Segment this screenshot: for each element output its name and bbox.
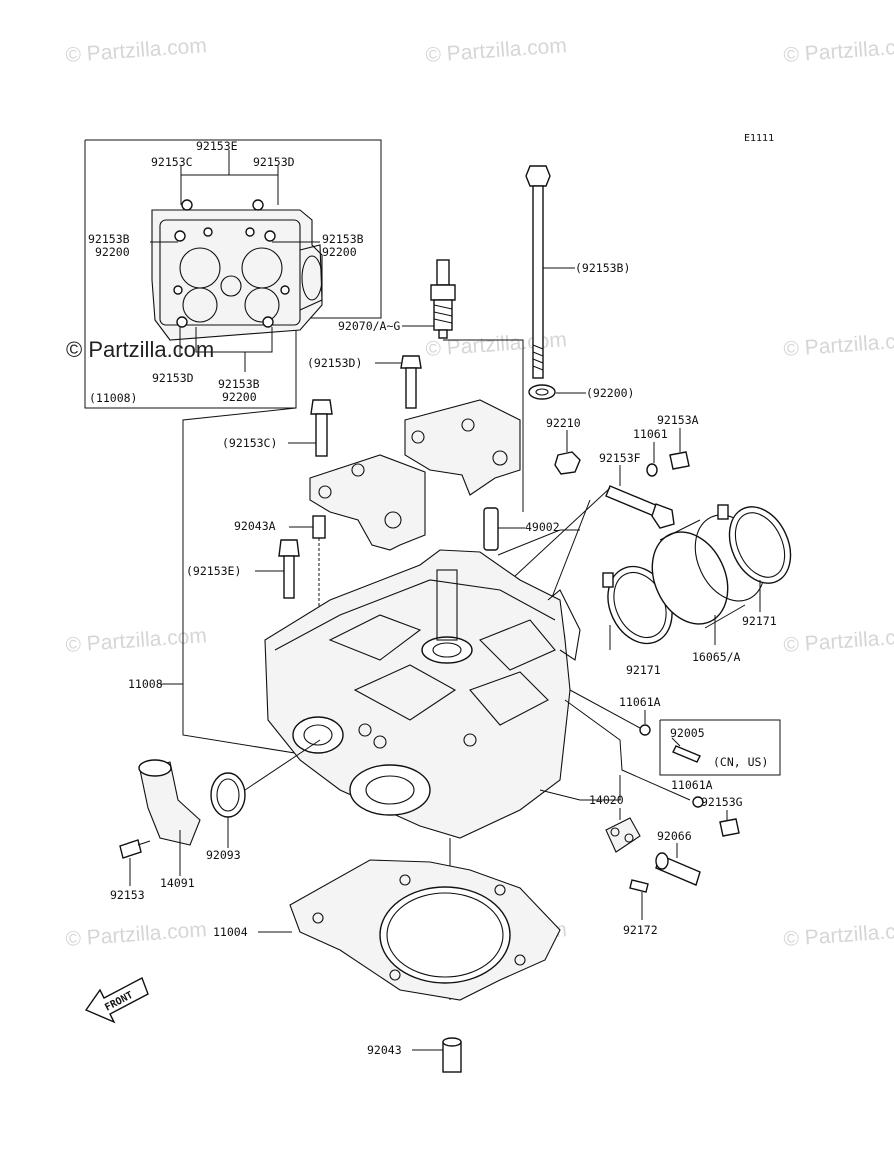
nut-92210: [554, 451, 581, 475]
camshaft-cap-rear: [404, 399, 521, 496]
spark-plug-92070: [430, 259, 456, 339]
part-label: 92005: [670, 726, 705, 740]
bolt-92153A: [669, 451, 690, 470]
o-ring-92093: [210, 772, 246, 818]
inset-label: 92200: [322, 245, 357, 259]
bolt-92153: [119, 839, 142, 859]
bolt-92153G: [719, 818, 740, 837]
inset-label: 92153B: [322, 232, 364, 246]
inset-label: 92153D: [152, 371, 194, 385]
part-label: 16065/A: [692, 650, 741, 664]
bolt-92153D: [400, 355, 422, 409]
part-label: 92066: [657, 829, 692, 843]
bolt-92153E: [278, 539, 300, 599]
watermark: © Partzilla.com: [65, 34, 208, 67]
part-label: 11004: [213, 925, 248, 939]
part-label: (92153B): [575, 261, 630, 275]
watermark: © Partzilla.com: [783, 624, 894, 657]
clamp-92171-outer: [717, 504, 792, 584]
inset-part-label: (11008): [89, 391, 137, 405]
watermark: © Partzilla.com: [783, 918, 894, 951]
inset-label: 92200: [222, 390, 257, 404]
inset-label: 92200: [95, 245, 130, 259]
bolt-92153C: [310, 399, 333, 457]
part-label: 92172: [623, 923, 658, 937]
long-bolt-92153B: [525, 165, 575, 379]
camshaft-cap-front: [309, 454, 426, 551]
part-label: (92153E): [186, 564, 241, 578]
head-gasket-11004: [289, 859, 561, 1001]
inset-label: 92153E: [196, 139, 238, 153]
inset-watermark: © Partzilla.com: [66, 337, 214, 362]
part-label: 14091: [160, 876, 195, 890]
watermark: © Partzilla.com: [65, 624, 208, 657]
inset-label: 92153B: [88, 232, 130, 246]
front-arrow-icon: FRONT: [84, 977, 149, 1024]
part-label: 92070/A~G: [338, 319, 400, 333]
washer-11061A: [692, 796, 704, 808]
part-label: (CN, US): [713, 755, 768, 769]
fitting-92005: [672, 745, 701, 763]
part-label: 92043: [367, 1043, 402, 1057]
part-label: 92093: [206, 848, 241, 862]
part-label: (92153C): [222, 436, 277, 450]
part-label: 92153A: [657, 413, 699, 427]
part-label: 92153G: [701, 795, 743, 809]
part-label: 49002: [525, 520, 560, 534]
diagram-code: E1111: [744, 133, 774, 144]
part-label: 92210: [546, 416, 581, 430]
dowel-92043: [442, 1037, 462, 1073]
watermark: © Partzilla.com: [783, 328, 894, 361]
inset-label: 92153C: [151, 155, 193, 169]
part-label: 92043A: [234, 519, 276, 533]
part-label: 11061A: [619, 695, 661, 709]
washer-11061: [646, 463, 658, 477]
inset-top-view: 92153E 92153C 92153D 92153B 92200 92153B…: [66, 139, 382, 409]
part-label: 92171: [742, 614, 777, 628]
washer-11061A: [639, 724, 651, 736]
inset-label: 92153B: [218, 377, 260, 391]
part-label: 92153F: [599, 451, 641, 465]
valve-lifter-49002: [483, 507, 499, 551]
watermark: © Partzilla.com: [783, 34, 894, 67]
inset-head-drawing: [151, 199, 323, 341]
part-label: 92171: [626, 663, 661, 677]
water-outlet-14091: [138, 759, 201, 846]
region-note-box: [659, 719, 781, 776]
cylinder-head-11008: [264, 549, 581, 839]
part-label: (92200): [586, 386, 634, 400]
part-label: 92153: [110, 888, 145, 902]
bolt-92153F: [605, 485, 675, 529]
washer-92200: [528, 384, 556, 400]
part-label: 14020: [589, 793, 624, 807]
part-label: 11008: [128, 677, 163, 691]
watermark: © Partzilla.com: [65, 918, 208, 951]
plate-14020: [605, 817, 641, 853]
watermark: © Partzilla.com: [425, 34, 568, 67]
part-label: 11061A: [671, 778, 713, 792]
dowel-92043A: [312, 515, 326, 539]
screw-92172: [629, 879, 649, 893]
inset-label: 92153D: [253, 155, 295, 169]
part-label: 11061: [633, 427, 668, 441]
part-label: (92153D): [307, 356, 362, 370]
